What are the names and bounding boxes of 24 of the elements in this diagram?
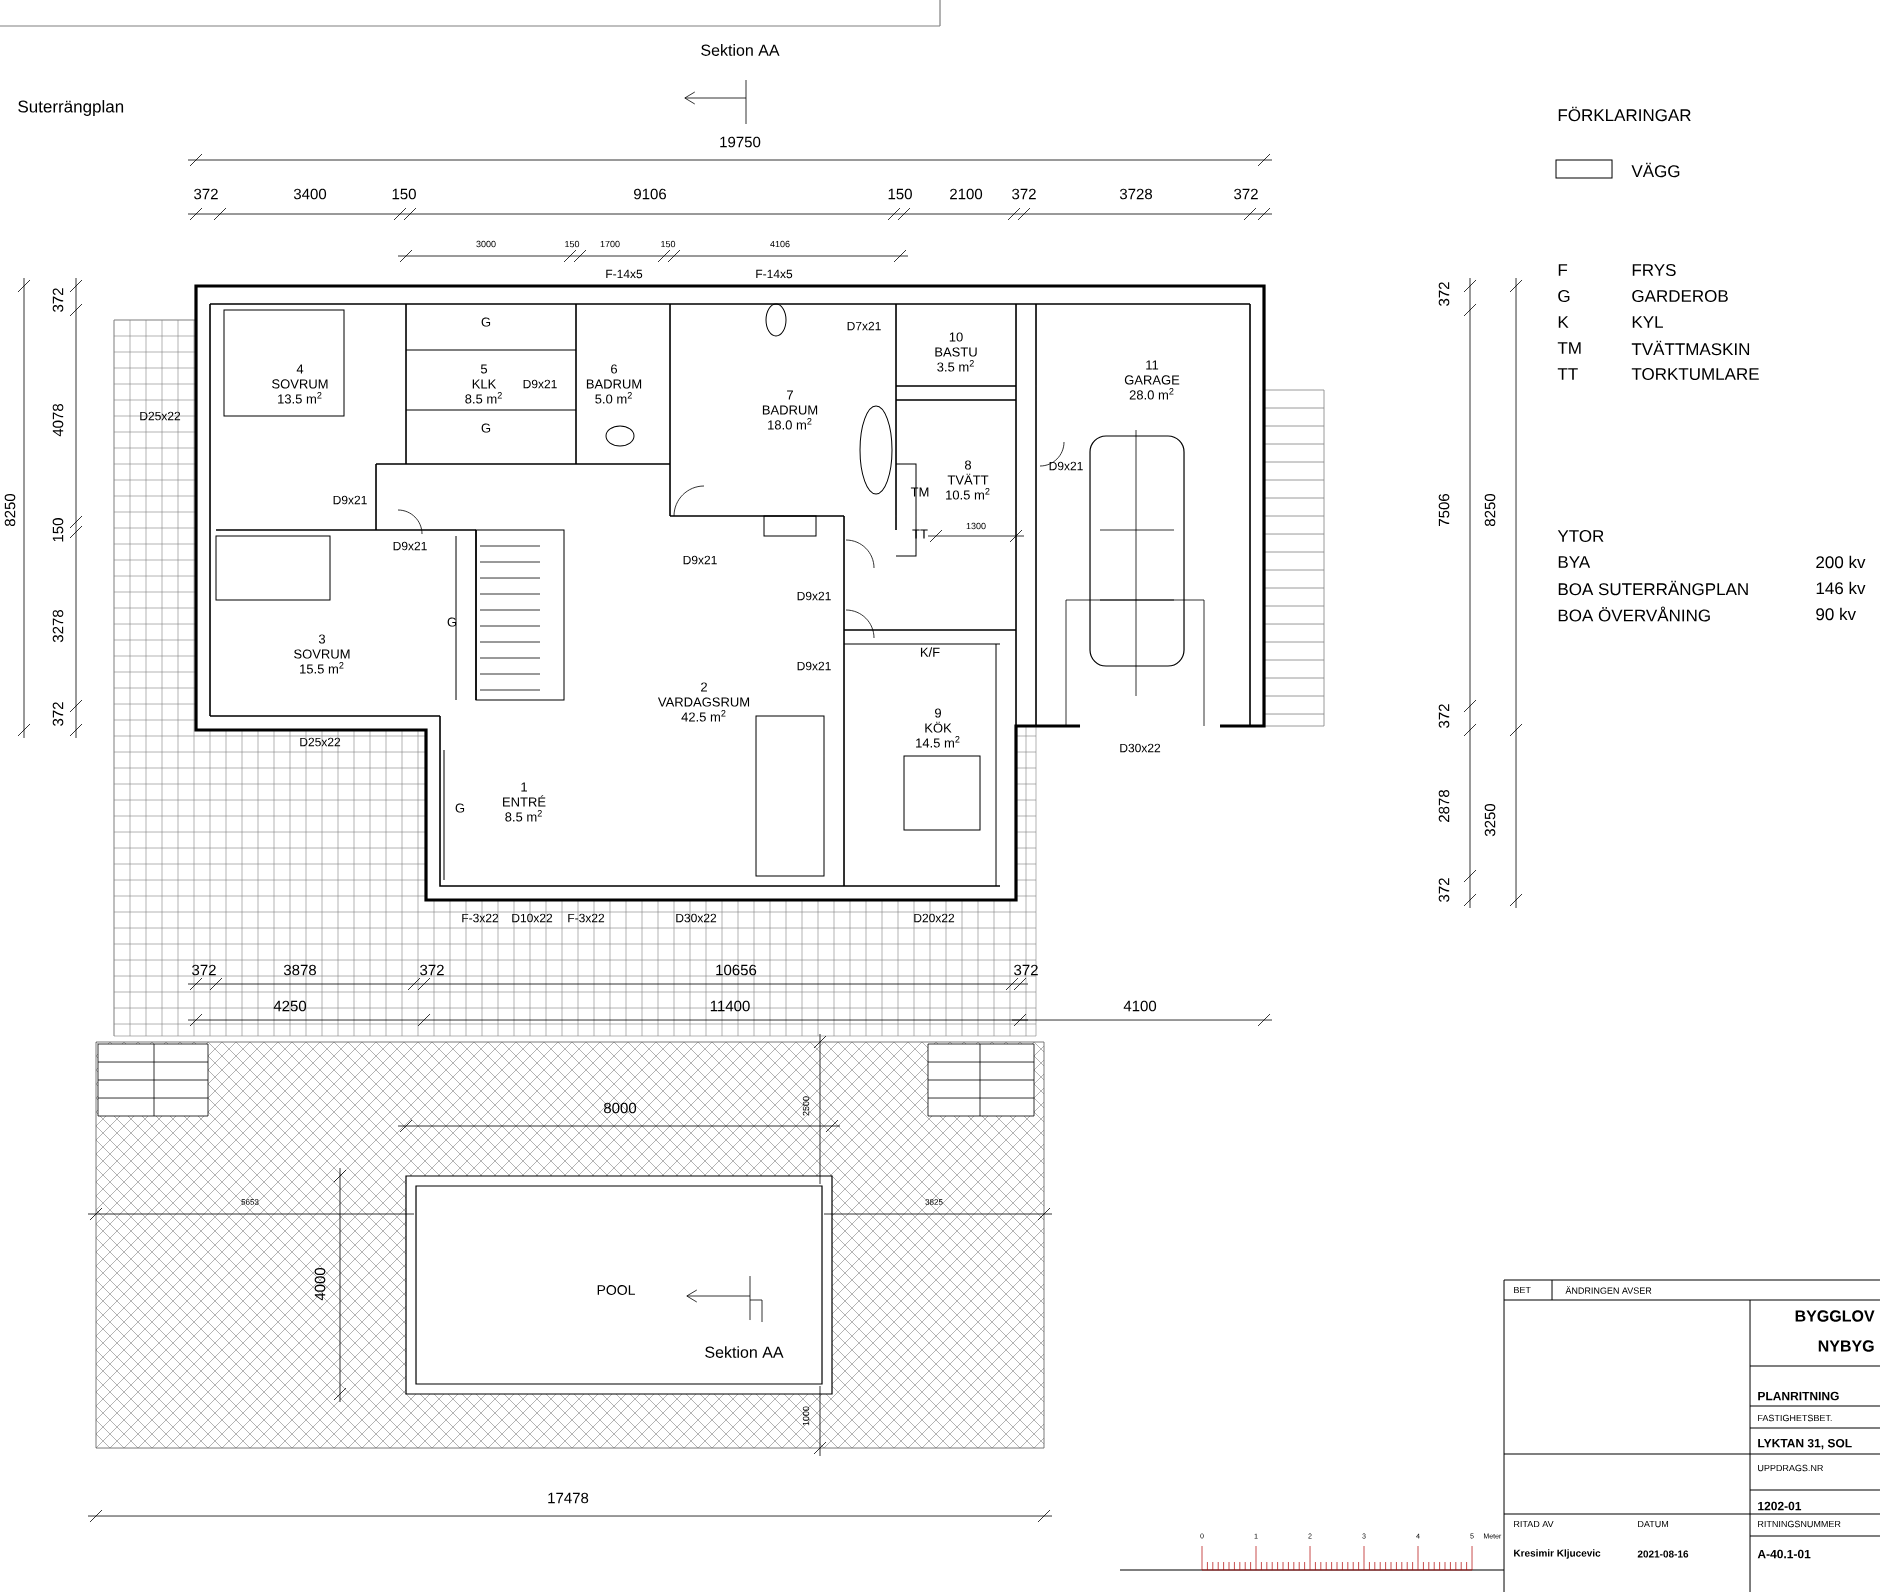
section-label: Sektion AA (701, 44, 780, 56)
legend-text: FRYS (1632, 264, 1676, 276)
area-text: BOA ÖVERVÅNING (1558, 606, 1710, 622)
abbreviation: K (1558, 316, 1569, 328)
abbreviation: G (1558, 290, 1570, 302)
legend-text: TORKTUMLARE (1631, 368, 1759, 380)
legend-text: KYL (1632, 316, 1663, 328)
area-text: BOA SUTERRÄNGPLAN (1558, 580, 1748, 596)
legend-heading: FÖRKLARINGAR (1558, 106, 1691, 122)
abbreviation: TM (1557, 342, 1581, 354)
title-block-text: BYGGLOV (1795, 1310, 1875, 1322)
plan-title: Suterrängplan (18, 100, 124, 116)
legend-text: TVÄTTMASKIN (1631, 340, 1750, 356)
area-value: 146 kv (1816, 581, 1866, 595)
abbreviation: TT (1557, 368, 1578, 380)
area-value: 90 kv (1816, 607, 1856, 621)
section-label: Sektion AA (705, 1346, 784, 1358)
area-value: 200 kv (1816, 555, 1866, 569)
area-heading: YTOR (1557, 530, 1604, 542)
abbreviation: F (1558, 264, 1568, 276)
legend-text: VÄGG (1631, 162, 1680, 178)
area-text: BYA (1558, 556, 1591, 568)
title-block-text: NYBYG (1818, 1340, 1874, 1352)
legend-text: GARDEROB (1632, 290, 1728, 302)
